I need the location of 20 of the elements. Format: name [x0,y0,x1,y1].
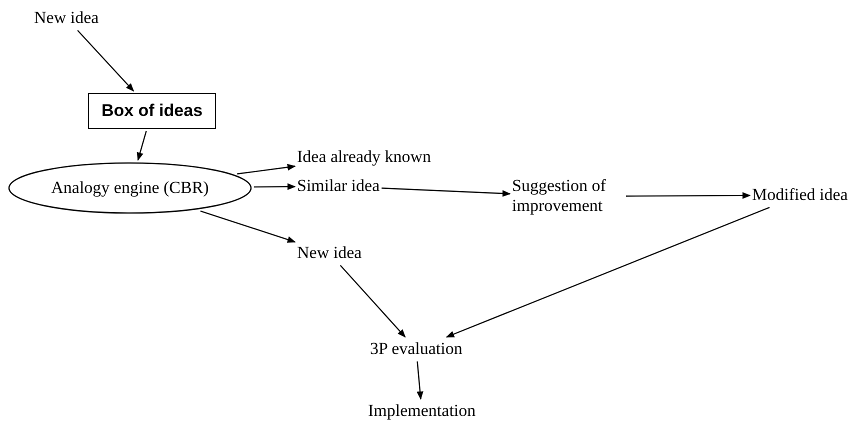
node-label: Suggestion of improvement [512,176,624,217]
arrow [416,361,424,400]
arrow [626,192,751,199]
node-label: Modified idea [752,185,848,206]
arrow [340,264,406,338]
arrow [136,130,147,161]
process-box: Box of ideas [88,93,216,129]
arrow [254,183,296,190]
arrow [446,206,770,338]
node-label: Idea already known [297,147,432,168]
arrow [382,188,511,197]
node-label: New idea [34,8,99,28]
node-label: Analogy engine (CBR) [51,178,209,198]
node-label: Implementation [368,401,476,422]
node-label: New idea [297,243,362,264]
arrow [200,210,296,243]
node-label: Similar idea [297,176,380,196]
node-label: 3P evaluation [370,339,462,360]
arrow [77,30,134,92]
arrow [237,164,296,174]
